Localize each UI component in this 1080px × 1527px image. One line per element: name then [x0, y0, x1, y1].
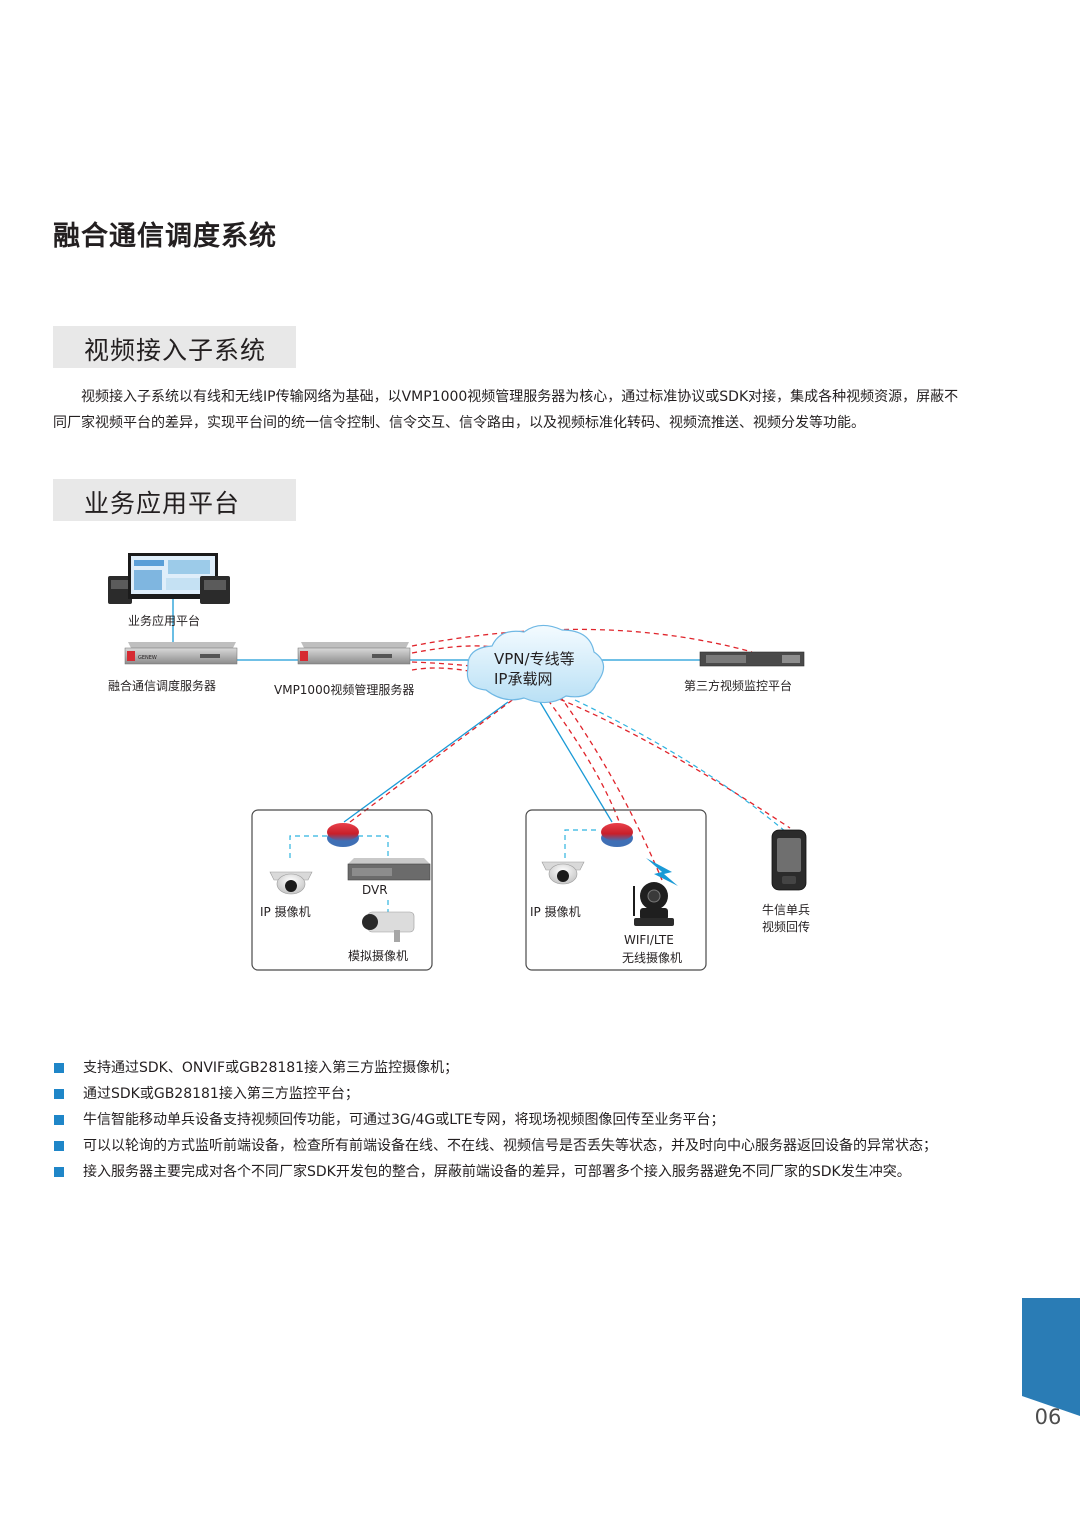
cyan-dashed-links	[289, 699, 787, 914]
feature-item: 可以以轮询的方式监听前端设备，检查所有前端设备在线、不在线、视频信号是否丢失等状…	[53, 1133, 963, 1159]
feature-text: 可以以轮询的方式监听前端设备，检查所有前端设备在线、不在线、视频信号是否丢失等状…	[83, 1138, 937, 1154]
dvr-icon	[347, 858, 431, 881]
feature-item: 接入服务器主要完成对各个不同厂家SDK开发包的整合，屏蔽前端设备的差异，可部署多…	[53, 1159, 963, 1185]
bullet-square-icon	[54, 1115, 64, 1125]
right-site-box	[525, 809, 707, 971]
lightning-icon	[646, 858, 678, 886]
dash-cyan-left-cam	[289, 835, 328, 858]
soldier-terminal-icon	[771, 829, 807, 891]
dash-cyan-dvr	[358, 835, 389, 856]
label-network-line1: VPN/专线等	[494, 650, 575, 668]
feature-item: 牛信智能移动单兵设备支持视频回传功能，可通过3G/4G或LTE专网，将现场视频图…	[53, 1107, 963, 1133]
link-cloud-router-right	[539, 701, 613, 823]
vmp-server-icon	[297, 642, 411, 665]
feature-item: 通过SDK或GB28181接入第三方监控平台；	[53, 1081, 963, 1107]
page-number: 06	[1034, 1405, 1062, 1429]
section-header-business-platform: 业务应用平台	[53, 479, 296, 521]
section-heading: 业务应用平台	[84, 489, 241, 518]
dash-cyan-right-cam	[564, 829, 600, 858]
bullet-square-icon	[54, 1167, 64, 1177]
intro-paragraph: 视频接入子系统以有线和无线IP传输网络为基础，以VMP1000视频管理服务器为核…	[53, 389, 959, 431]
feature-item: 支持通过SDK、ONVIF或GB28181接入第三方监控摄像机；	[53, 1055, 963, 1081]
dash-left-router	[349, 697, 516, 823]
dispatch-server-icon: GENEW	[124, 642, 238, 665]
bullet-square-icon	[54, 1063, 64, 1073]
feature-text: 支持通过SDK、ONVIF或GB28181接入第三方监控摄像机；	[83, 1060, 459, 1076]
feature-text: 牛信智能移动单兵设备支持视频回传功能，可通过3G/4G或LTE专网，将现场视频图…	[83, 1112, 725, 1128]
network-diagram: GENEW	[108, 553, 810, 971]
section-header-video-access: 视频接入子系统	[53, 326, 296, 368]
label-ip-camera-left: IP 摄像机	[260, 904, 311, 919]
dash-thirdparty-vmp	[411, 628, 753, 653]
page-tab-decoration	[1022, 1298, 1080, 1416]
section-heading: 视频接入子系统	[84, 336, 267, 365]
wireless-camera-icon	[633, 882, 674, 926]
dash-wireless	[559, 695, 663, 881]
dash-cloud-vmp-a	[411, 645, 499, 654]
feature-text: 通过SDK或GB28181接入第三方监控平台；	[83, 1086, 359, 1102]
solid-links	[172, 598, 700, 823]
label-ip-camera-right: IP 摄像机	[530, 904, 581, 919]
dash-right-router	[547, 699, 621, 825]
workstation-icon	[108, 553, 230, 604]
feature-text: 接入服务器主要完成对各个不同厂家SDK开发包的整合，屏蔽前端设备的差异，可部署多…	[83, 1164, 911, 1180]
label-analog-camera: 模拟摄像机	[348, 948, 408, 963]
bullet-square-icon	[54, 1089, 64, 1099]
feature-list: 支持通过SDK、ONVIF或GB28181接入第三方监控摄像机； 通过SDK或G…	[53, 1055, 963, 1185]
label-wireless-line1: WIFI/LTE	[624, 933, 674, 947]
label-soldier-line2: 视频回传	[762, 919, 810, 934]
ip-dome-camera-icon	[541, 861, 585, 885]
label-business-platform: 业务应用平台	[128, 613, 200, 628]
label-dvr: DVR	[362, 883, 388, 897]
label-soldier-line1: 牛信单兵	[762, 902, 810, 917]
label-third-party: 第三方视频监控平台	[684, 678, 792, 693]
server-brand-label: GENEW	[138, 655, 157, 661]
page-title: 融合通信调度系统	[53, 221, 277, 252]
ip-network-cloud-icon	[466, 624, 605, 704]
analog-camera-icon	[362, 911, 415, 942]
link-cloud-router-left	[343, 701, 509, 823]
label-vmp-server: VMP1000视频管理服务器	[274, 682, 414, 697]
bullet-square-icon	[54, 1141, 64, 1151]
router-icon	[601, 823, 633, 847]
ip-dome-camera-icon	[269, 871, 313, 895]
router-icon	[327, 823, 359, 847]
label-network-line2: IP承载网	[494, 670, 552, 688]
third-party-server-icon	[699, 651, 805, 667]
label-wireless-line2: 无线摄像机	[622, 950, 682, 965]
label-dispatch-server: 融合通信调度服务器	[108, 678, 216, 693]
left-site-box	[251, 809, 433, 971]
